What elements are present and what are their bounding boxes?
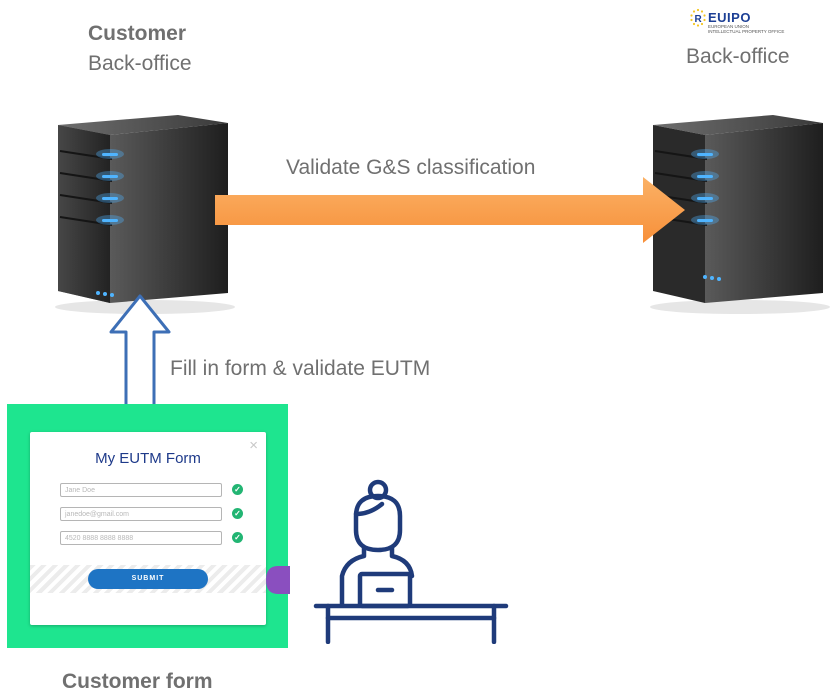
- svg-text:R: R: [695, 14, 703, 25]
- customer-person-icon: [313, 479, 509, 644]
- validate-flow-arrow: [215, 177, 685, 243]
- customer-server-icon: [55, 115, 235, 314]
- euipo-logo-fine-1: EUROPEAN UNION: [708, 24, 750, 29]
- check-icon: ✓: [232, 508, 243, 519]
- email-field[interactable]: janedoe@gmail.com: [60, 507, 222, 521]
- name-field[interactable]: Jane Doe: [60, 483, 222, 497]
- form-card: × My EUTM Form Jane Doe ✓ janedoe@gmail.…: [30, 432, 266, 625]
- fill-form-up-arrow: [109, 294, 171, 410]
- validate-flow-label: Validate G&S classification: [286, 156, 536, 179]
- connector-tab-icon: [266, 566, 290, 594]
- submit-button[interactable]: SUBMIT: [88, 569, 208, 589]
- customer-title: Customer: [88, 22, 187, 45]
- customer-form-caption: Customer form: [62, 670, 213, 693]
- check-icon: ✓: [232, 484, 243, 495]
- euipo-logo-text: EUIPO: [708, 10, 751, 25]
- fill-form-label: Fill in form & validate EUTM: [170, 357, 431, 380]
- close-icon[interactable]: ×: [249, 437, 258, 454]
- euipo-stars-icon: R: [690, 8, 706, 27]
- form-title: My EUTM Form: [95, 450, 201, 467]
- euipo-subtitle: Back-office: [686, 45, 790, 68]
- euipo-logo: R EUIPO EUROPEAN UNION INTELLECTUAL PROP…: [690, 8, 820, 42]
- customer-form-panel: × My EUTM Form Jane Doe ✓ janedoe@gmail.…: [7, 404, 288, 648]
- customer-subtitle: Back-office: [88, 52, 192, 75]
- euipo-server-icon: [650, 115, 830, 314]
- check-icon: ✓: [232, 532, 243, 543]
- card-number-field[interactable]: 4520 8888 8888 8888: [60, 531, 222, 545]
- euipo-logo-fine-2: INTELLECTUAL PROPERTY OFFICE: [708, 29, 785, 34]
